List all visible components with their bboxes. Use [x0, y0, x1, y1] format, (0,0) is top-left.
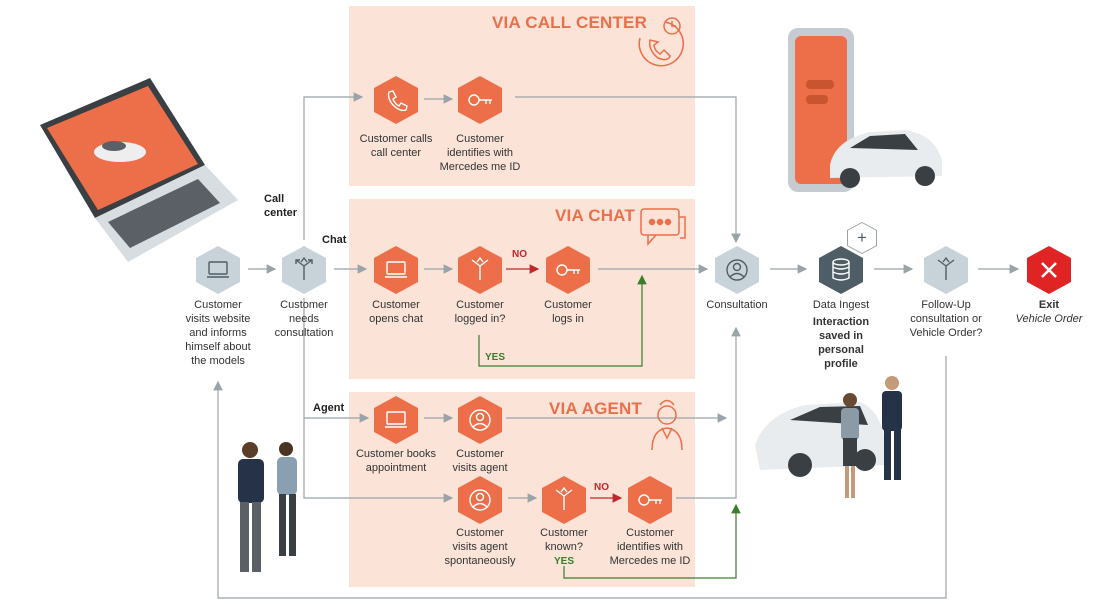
- label-data-ingest-sub: Interaction saved in personal profile: [812, 316, 870, 370]
- label-visit-website: Customer visits website and informs hims…: [185, 299, 251, 367]
- laptop-illustration: [40, 78, 238, 262]
- branch-label-chat: Chat: [322, 234, 347, 246]
- agent-title: VIA AGENT: [549, 399, 643, 418]
- dealer-car-illustration: [755, 402, 885, 477]
- key-icon-call: [458, 76, 502, 124]
- label-logged-in: Customer logged in?: [454, 299, 506, 325]
- label-books-appointment: Customer books appointment: [355, 448, 437, 474]
- laptop-icon-agent: [374, 396, 418, 444]
- exit-x-icon: [1027, 246, 1071, 294]
- agent-person-illustration: [882, 376, 902, 480]
- agent-person-icon: [651, 399, 683, 451]
- person-icon-visits-agent: [458, 396, 502, 444]
- decision-icon-logged-in: [458, 246, 502, 294]
- label-identifies-agent: Customer identifies with Mercedes me ID: [609, 527, 691, 567]
- label-follow-up: Follow-Up consultation or Vehicle Order?: [909, 299, 983, 339]
- chat-title: VIA CHAT: [555, 206, 635, 225]
- label-consultation: Consultation: [706, 299, 768, 311]
- label-exit: Exit: [1038, 299, 1060, 311]
- person-icon-spontaneous: [458, 476, 502, 524]
- label-data-ingest: Data Ingest: [812, 299, 870, 311]
- chat-bubbles-icon: [640, 208, 686, 246]
- couple-illustration: [238, 442, 297, 572]
- call-center-title: VIA CALL CENTER: [492, 13, 648, 32]
- chat-panel: [349, 199, 695, 379]
- phone-illustration: [788, 28, 942, 192]
- label-visits-agent: Customer visits agent: [452, 448, 508, 474]
- label-calls-call-center: Customer calls call center: [359, 133, 433, 159]
- label-logs-in: Customer logs in: [544, 299, 592, 325]
- call-center-clock-icon: [638, 17, 684, 67]
- label-opens-chat: Customer opens chat: [369, 299, 423, 325]
- label-known: Customer known?: [540, 527, 588, 553]
- chat-yes-label: YES: [485, 352, 506, 363]
- label-visits-spontaneously: Customer visits agent spontaneously: [444, 527, 516, 567]
- split-node-icon: [282, 246, 326, 294]
- phone-call-icon: [374, 76, 418, 124]
- laptop-icon-chat: [374, 246, 418, 294]
- chat-no-label: NO: [512, 249, 527, 260]
- agent-yes-label: YES: [554, 556, 575, 567]
- label-needs-consultation: Customer needs consultation: [274, 299, 334, 339]
- label-identifies-call: Customer identifies with Mercedes me ID: [439, 133, 521, 173]
- agent-no-label: NO: [594, 482, 609, 493]
- label-exit-sub: Vehicle Order: [1015, 313, 1083, 325]
- customer-woman-illustration: [841, 393, 859, 498]
- branch-label-agent: Agent: [313, 402, 345, 414]
- branch-label-call-center: Call center: [264, 193, 298, 219]
